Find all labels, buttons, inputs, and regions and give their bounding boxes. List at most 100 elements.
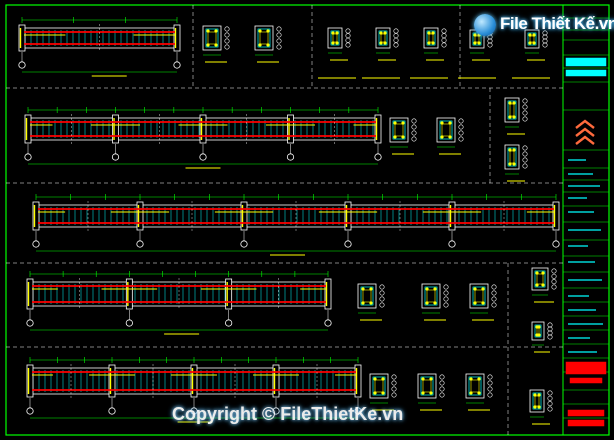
axis-marker: [272, 407, 280, 415]
axis-marker: [344, 240, 352, 248]
column-support: [136, 201, 144, 231]
section-outline: [504, 97, 520, 123]
section-stirrup: [330, 30, 340, 46]
section-c: [423, 27, 447, 61]
section-outline: [531, 321, 545, 341]
section-11-11: [531, 321, 553, 353]
section-inner-rebar: [529, 35, 535, 43]
section-stirrup: [205, 28, 219, 48]
rebar-tag: [411, 130, 417, 136]
title-block-red-block: [565, 361, 607, 375]
section-outline: [202, 25, 222, 51]
section-outline: [423, 27, 439, 49]
section-5-5: [504, 97, 528, 135]
section-outline: [504, 144, 520, 170]
column-support: [240, 201, 248, 231]
rebar-tag: [379, 302, 385, 308]
rebar-tag: [441, 28, 447, 34]
section-inner-rebar: [259, 31, 269, 45]
column-support: [108, 364, 116, 398]
section-stirrup: [257, 28, 271, 48]
section-inner-rebar: [374, 379, 384, 393]
column-support: [18, 24, 26, 52]
column-support: [374, 114, 382, 144]
rebar-tag: [391, 380, 397, 386]
column-support: [26, 364, 34, 398]
section-inner-rebar: [422, 379, 432, 393]
section-inner-rebar: [536, 273, 544, 285]
section-stirrup: [472, 286, 486, 306]
section-outline: [389, 117, 409, 143]
section-inner-rebar: [441, 123, 451, 137]
axis-marker: [173, 61, 181, 69]
rebar-tag: [276, 44, 282, 50]
rebar-tag: [379, 296, 385, 302]
section-inner-rebar: [509, 103, 515, 117]
rebar-tag: [379, 284, 385, 290]
rebar-tag: [379, 290, 385, 296]
rebar-tag: [276, 32, 282, 38]
rebar-tag: [491, 296, 497, 302]
watermark-title: File Thiết Kế.vn: [500, 14, 614, 33]
column-support: [287, 114, 294, 144]
section-stirrup: [468, 376, 482, 396]
section-stirrup: [532, 392, 542, 410]
rebar-tag: [551, 284, 557, 290]
rebar-tag: [411, 136, 417, 142]
rebar-tag: [551, 273, 557, 279]
rebar-tag: [458, 124, 464, 130]
rebar-tag: [443, 290, 449, 296]
rebar-tag: [441, 42, 447, 48]
section-stirrup: [534, 324, 542, 338]
rebar-tag: [411, 118, 417, 124]
axis-marker: [354, 407, 362, 415]
logo-chevron: [575, 135, 595, 145]
section-inner-rebar: [394, 123, 404, 137]
rebar-tag: [547, 330, 553, 336]
section-inner-rebar: [536, 327, 540, 335]
section-1-1: [202, 25, 230, 63]
section-10-10: [531, 267, 557, 303]
sheet-border: [5, 4, 610, 436]
section-14-14: [465, 373, 493, 411]
axis-marker: [18, 61, 26, 69]
rebar-tag: [487, 42, 493, 48]
column-support: [272, 364, 280, 398]
rebar-tag: [458, 118, 464, 124]
rebar-tag: [458, 136, 464, 142]
filethietke-logo-icon: [474, 14, 496, 36]
rebar-tag: [522, 151, 528, 157]
rebar-tag: [443, 284, 449, 290]
rebar-tag: [522, 104, 528, 110]
rebar-tag: [487, 392, 493, 398]
axis-marker: [26, 319, 34, 327]
title-block-cyan-bar: [565, 57, 607, 67]
beam-elevation-1: [18, 17, 181, 77]
rebar-tag: [393, 28, 399, 34]
rebar-tag: [441, 37, 447, 43]
section-stirrup: [507, 147, 517, 167]
column-support: [199, 114, 207, 144]
section-a: [327, 27, 351, 61]
column-support: [24, 114, 32, 144]
axis-marker: [190, 407, 198, 415]
section-outline: [529, 389, 545, 413]
rebar-tag: [491, 284, 497, 290]
axis-marker: [240, 240, 248, 248]
column-support: [125, 278, 133, 310]
section-inner-rebar: [362, 289, 372, 303]
column-support: [26, 278, 34, 310]
axis-marker: [448, 240, 456, 248]
rebar-tag: [224, 26, 230, 32]
column-support: [448, 201, 456, 231]
section-outline: [327, 27, 343, 49]
section-inner-rebar: [509, 150, 515, 164]
axis-marker: [111, 153, 120, 161]
rebar-tag: [487, 386, 493, 392]
axis-marker: [552, 240, 560, 248]
rebar-tag: [542, 30, 548, 36]
axis-marker: [32, 240, 40, 248]
rebar-tag: [542, 34, 548, 40]
rebar-tag: [439, 374, 445, 380]
